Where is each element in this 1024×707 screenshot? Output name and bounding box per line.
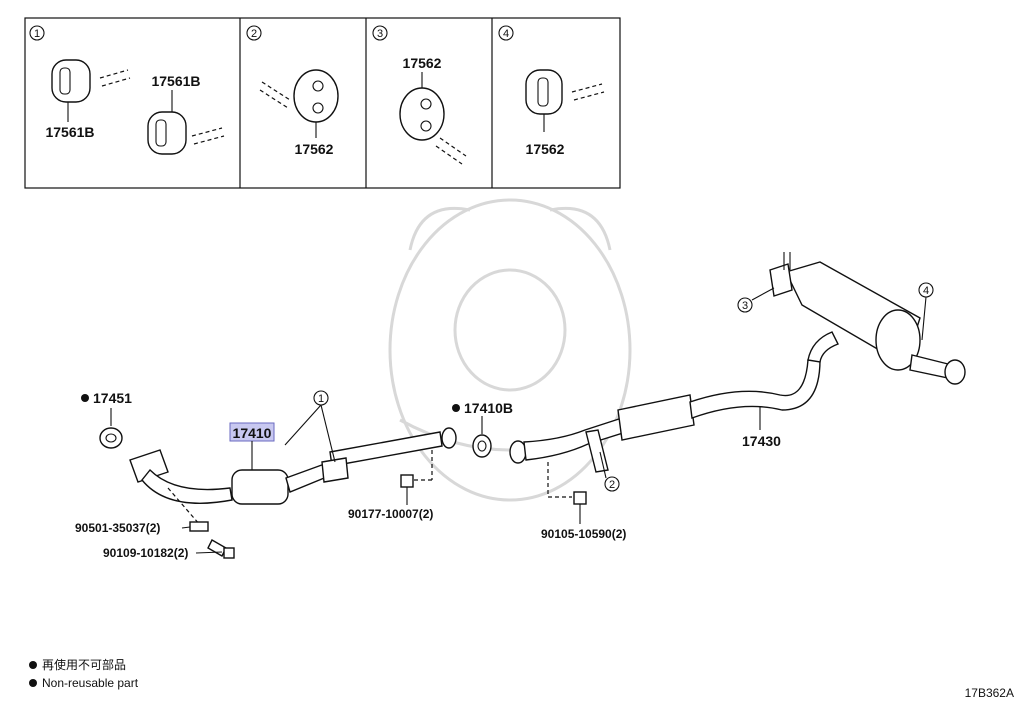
label-90105-10590: 90105-10590(2) — [541, 527, 626, 541]
front-pipe-17410[interactable] — [129, 427, 457, 505]
label-90109-10182: 90109-10182(2) — [103, 546, 188, 560]
muffler[interactable] — [769, 252, 966, 385]
inset-3: 3 17562 — [372, 25, 467, 165]
inset-3-number: 3 — [377, 28, 383, 40]
label-17451: 17451 — [93, 390, 132, 406]
hanger-17561b-bottom[interactable] — [147, 111, 225, 155]
inset-1-number: 1 — [34, 28, 40, 40]
label-17410: 17410 — [233, 425, 272, 441]
non-reusable-dot-17410b — [452, 404, 460, 412]
callout-3-text: 3 — [742, 300, 748, 312]
legend-jp: 再使用不可部品 — [42, 657, 126, 672]
legend-dot-en — [29, 679, 37, 687]
inset-2-number: 2 — [251, 28, 257, 40]
hanger-17562-inset2[interactable] — [293, 69, 339, 123]
hanger-17562-inset4[interactable] — [525, 69, 605, 115]
gasket-17451[interactable] — [99, 427, 123, 449]
gasket-17410b[interactable] — [472, 434, 492, 458]
label-90177-10007: 90177-10007(2) — [348, 507, 433, 521]
hanger-17561b-top[interactable] — [51, 59, 131, 103]
bolt-90105-10590[interactable] — [573, 491, 587, 505]
callout-4-text: 4 — [923, 285, 929, 297]
callout-2-text: 2 — [609, 479, 615, 491]
callout-3-circle — [737, 297, 753, 313]
inset-1: 1 17561B 17561B — [29, 25, 225, 155]
label-17562-inset4: 17562 — [526, 141, 565, 157]
label-17562-inset2: 17562 — [295, 141, 334, 157]
callout-2-circle — [604, 476, 620, 492]
inset-4: 4 17562 — [498, 25, 605, 157]
bolt-90109-10182[interactable] — [207, 539, 235, 559]
label-17410b: 17410B — [464, 400, 513, 416]
label-17430: 17430 — [742, 433, 781, 449]
spring-90501-35037[interactable] — [189, 521, 209, 532]
callout-1-text: 1 — [318, 393, 324, 405]
inset-2: 2 17562 — [246, 25, 339, 157]
legend-dot-jp — [29, 661, 37, 669]
hanger-17562-inset3[interactable] — [399, 87, 445, 141]
nut-90177-10007[interactable] — [400, 474, 414, 488]
inset-4-number: 4 — [503, 28, 509, 40]
legend-en: Non-reusable part — [42, 676, 139, 690]
figure-code: 17B362A — [965, 686, 1014, 700]
non-reusable-dot-17451 — [81, 394, 89, 402]
label-90501-35037: 90501-35037(2) — [75, 521, 160, 535]
tail-pipe-17430[interactable] — [509, 331, 839, 473]
inset-panels — [24, 17, 621, 189]
label-17562-inset3: 17562 — [403, 55, 442, 71]
label-17561b-lower: 17561B — [45, 124, 94, 140]
label-17561b-upper: 17561B — [151, 73, 200, 89]
